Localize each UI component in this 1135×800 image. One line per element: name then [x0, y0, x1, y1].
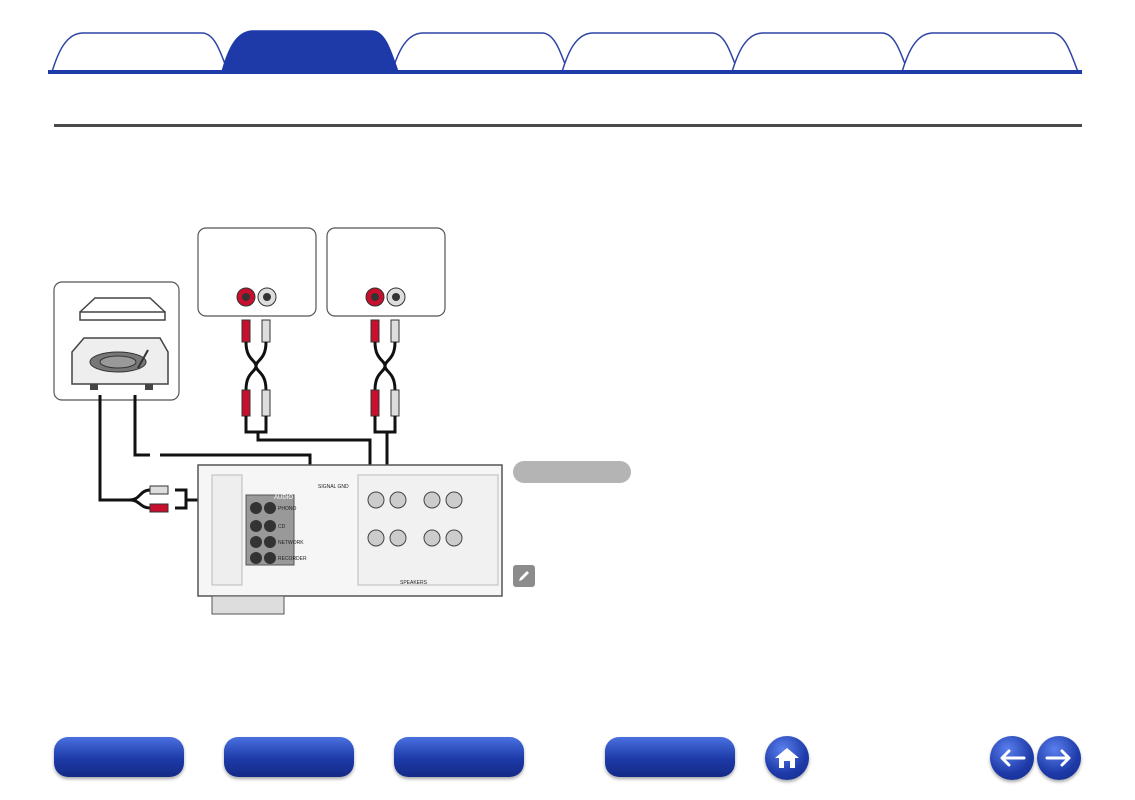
recorder-label: RECORDER — [278, 556, 307, 562]
speakers-label: SPEAKERS — [400, 580, 428, 586]
tab-1[interactable] — [50, 32, 230, 73]
tab-underline — [48, 70, 1082, 74]
back-button[interactable] — [990, 736, 1034, 780]
phono-label: PHONO — [278, 506, 296, 512]
home-button[interactable] — [765, 736, 809, 780]
turntable-device — [53, 281, 180, 401]
home-icon — [775, 748, 799, 768]
tab-5[interactable] — [730, 32, 910, 73]
forward-button[interactable] — [1037, 736, 1081, 780]
arrow-left-icon — [1000, 749, 1026, 767]
connection-diagram: AUDIO PHONO CD NETWORK RECORDER SIGNAL G… — [53, 227, 503, 615]
bottom-nav-button-4[interactable] — [605, 737, 735, 777]
bottom-nav-button-3[interactable] — [394, 737, 524, 777]
section-divider — [54, 124, 1082, 127]
receiver-rear-panel: AUDIO PHONO CD NETWORK RECORDER SIGNAL G… — [197, 464, 503, 615]
audio-device-1 — [197, 227, 317, 317]
tab-6[interactable] — [900, 32, 1080, 73]
bottom-nav-button-2[interactable] — [224, 737, 354, 777]
arrow-right-icon — [1045, 749, 1071, 767]
bottom-nav-button-1[interactable] — [54, 737, 184, 777]
audio-label: AUDIO — [274, 495, 293, 501]
tab-3[interactable] — [390, 32, 570, 73]
pencil-icon — [513, 565, 535, 587]
signal-gnd-label: SIGNAL GND — [318, 484, 349, 490]
tab-2-active[interactable] — [221, 30, 400, 73]
tab-bar — [48, 30, 1082, 74]
note-badge — [513, 461, 631, 483]
network-label: NETWORK — [278, 540, 304, 546]
cd-label: CD — [278, 524, 286, 530]
tab-4[interactable] — [560, 32, 740, 73]
audio-device-2 — [326, 227, 446, 317]
